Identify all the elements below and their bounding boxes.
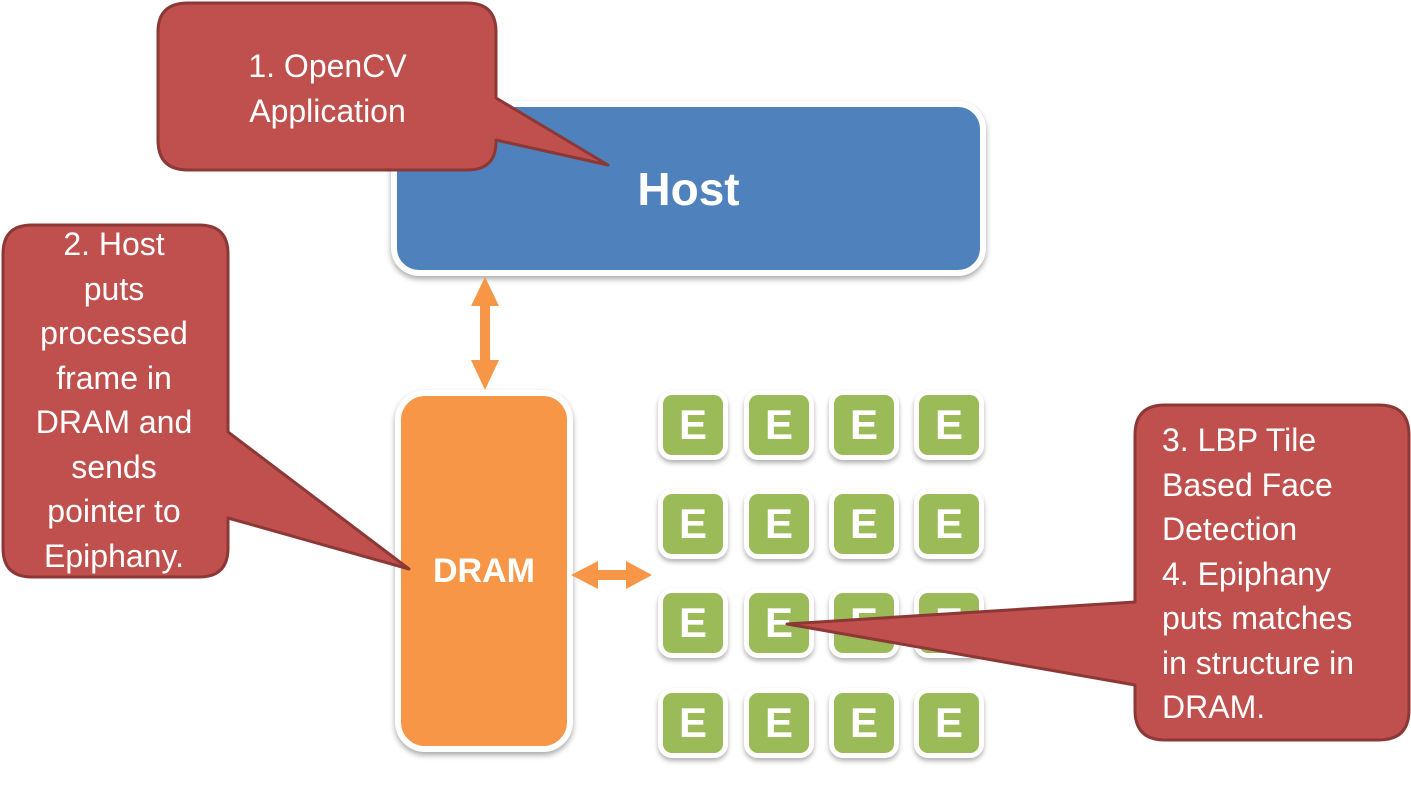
epiphany-core-tile: E xyxy=(829,390,899,460)
callout-step3-text: 3. LBP Tile Based Face Detection 4. Epip… xyxy=(1162,422,1355,725)
epiphany-core-tile: E xyxy=(744,390,814,460)
callout-step2-text: 2. Host puts processed frame in DRAM and… xyxy=(35,226,193,574)
epiphany-core-tile: E xyxy=(744,688,814,758)
dram-label: DRAM xyxy=(433,551,535,590)
callout-step1-shape xyxy=(156,1,610,172)
epiphany-core-grid: EEEEEEEEEEEEEEEE xyxy=(658,390,998,760)
callout-step2-shape xyxy=(1,223,411,579)
callout-step3-shape xyxy=(785,403,1411,742)
epiphany-core-tile: E xyxy=(658,688,728,758)
epiphany-core-tile: E xyxy=(658,588,728,658)
epiphany-core-tile: E xyxy=(914,688,984,758)
epiphany-core-tile: E xyxy=(829,688,899,758)
epiphany-core-tile: E xyxy=(658,390,728,460)
callout-step1-text: 1. OpenCV Application xyxy=(248,48,407,129)
host-label: Host xyxy=(637,162,740,215)
host-dram-arrow xyxy=(471,277,499,390)
epiphany-core-tile: E xyxy=(914,390,984,460)
dram-node: DRAM xyxy=(395,390,573,752)
epiphany-core-tile: E xyxy=(914,489,984,559)
epiphany-core-tile: E xyxy=(658,489,728,559)
epiphany-core-tile: E xyxy=(829,489,899,559)
dram-epiphany-arrow xyxy=(571,561,652,589)
epiphany-core-tile: E xyxy=(744,489,814,559)
